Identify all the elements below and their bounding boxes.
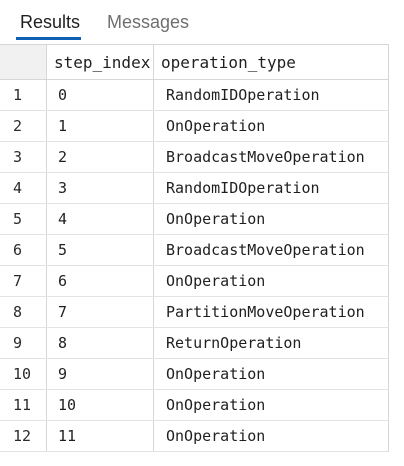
row-number[interactable]: 8 (13, 303, 23, 321)
table-row[interactable]: 6 5 BroadcastMoveOperation (0, 235, 389, 266)
step-index-cell[interactable]: 6 (46, 266, 153, 296)
step-index-cell[interactable]: 7 (46, 297, 153, 327)
table-row[interactable]: 5 4 OnOperation (0, 204, 389, 235)
row-number-header[interactable] (0, 45, 46, 79)
table-row[interactable]: 9 8 ReturnOperation (0, 328, 389, 359)
table-row[interactable]: 10 9 OnOperation (0, 359, 389, 390)
results-tab-bar: Results Messages (0, 0, 404, 40)
step-index-cell[interactable]: 10 (46, 390, 153, 420)
row-number[interactable]: 2 (13, 117, 23, 135)
row-number[interactable]: 6 (13, 241, 23, 259)
step-index-cell[interactable]: 3 (46, 173, 153, 203)
results-grid: step_index operation_type 1 0 RandomIDOp… (0, 44, 389, 466)
operation-type-cell[interactable]: OnOperation (153, 111, 389, 141)
operation-type-cell[interactable]: OnOperation (153, 421, 389, 451)
row-number[interactable]: 4 (13, 179, 23, 197)
operation-type-cell[interactable]: BroadcastMoveOperation (153, 235, 389, 265)
operation-type-cell[interactable]: OnOperation (153, 204, 389, 234)
row-number[interactable]: 11 (13, 396, 32, 414)
table-row[interactable]: 2 1 OnOperation (0, 111, 389, 142)
tab-results[interactable]: Results (20, 12, 81, 32)
operation-type-cell[interactable]: PartitionMoveOperation (153, 297, 389, 327)
table-row[interactable]: 12 11 OnOperation (0, 421, 389, 452)
step-index-cell[interactable]: 8 (46, 328, 153, 358)
operation-type-cell[interactable]: OnOperation (153, 359, 389, 389)
step-index-cell[interactable]: 11 (46, 421, 153, 451)
operation-type-cell[interactable]: ReturnOperation (153, 328, 389, 358)
step-index-cell[interactable]: 1 (46, 111, 153, 141)
active-tab-indicator (16, 37, 81, 40)
row-number[interactable]: 5 (13, 210, 23, 228)
step-index-cell[interactable]: 5 (46, 235, 153, 265)
operation-type-cell[interactable]: OnOperation (153, 390, 389, 420)
step-index-cell[interactable]: 9 (46, 359, 153, 389)
column-header-step-index[interactable]: step_index (46, 45, 153, 79)
table-row[interactable]: 3 2 BroadcastMoveOperation (0, 142, 389, 173)
operation-type-cell[interactable]: RandomIDOperation (153, 173, 389, 203)
step-index-cell[interactable]: 2 (46, 142, 153, 172)
row-number[interactable]: 3 (13, 148, 23, 166)
table-row[interactable]: 4 3 RandomIDOperation (0, 173, 389, 204)
row-number[interactable]: 1 (13, 86, 23, 104)
row-number[interactable]: 9 (13, 334, 23, 352)
row-number[interactable]: 7 (13, 272, 23, 290)
row-number[interactable]: 10 (13, 365, 32, 383)
operation-type-cell[interactable]: BroadcastMoveOperation (153, 142, 389, 172)
operation-type-cell[interactable]: RandomIDOperation (153, 80, 389, 110)
table-row[interactable]: 7 6 OnOperation (0, 266, 389, 297)
operation-type-cell[interactable]: OnOperation (153, 266, 389, 296)
step-index-cell[interactable]: 0 (46, 80, 153, 110)
tab-messages[interactable]: Messages (107, 12, 190, 32)
column-header-operation-type[interactable]: operation_type (153, 45, 389, 79)
grid-header-row: step_index operation_type (0, 44, 389, 80)
row-number[interactable]: 12 (13, 427, 32, 445)
table-row[interactable]: 8 7 PartitionMoveOperation (0, 297, 389, 328)
table-row[interactable]: 1 0 RandomIDOperation (0, 80, 389, 111)
table-row[interactable]: 11 10 OnOperation (0, 390, 389, 421)
step-index-cell[interactable]: 4 (46, 204, 153, 234)
